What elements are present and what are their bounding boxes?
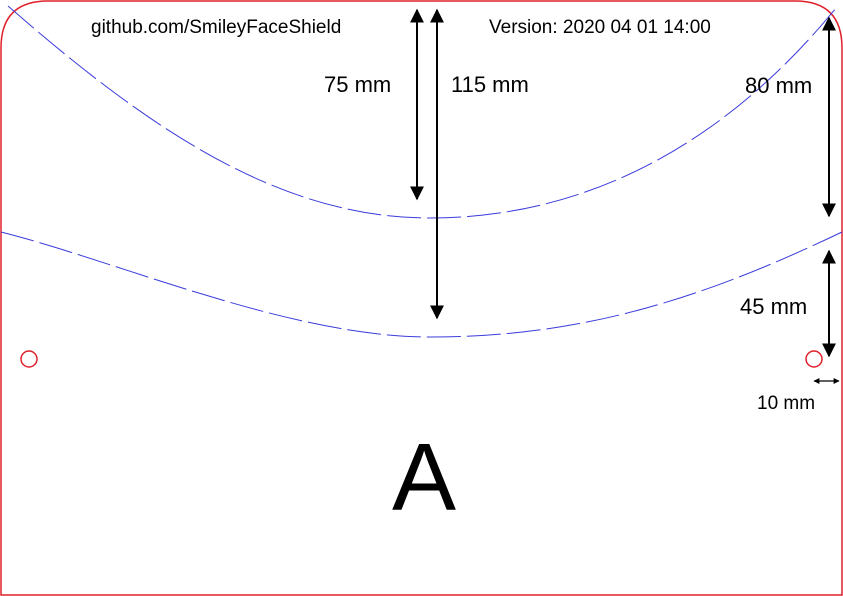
dim-45-label: 45 mm — [740, 294, 807, 319]
repo-url: github.com/SmileyFaceShield — [91, 17, 341, 38]
version-label: Version: 2020 04 01 14:00 — [489, 17, 711, 38]
right-hole — [805, 350, 823, 368]
dim-80-label: 80 mm — [745, 73, 812, 98]
left-hole — [20, 350, 38, 368]
lower-cut-line — [0, 231, 843, 338]
dim-75-label: 75 mm — [324, 72, 391, 97]
dim-10-label: 10 mm — [757, 393, 815, 414]
dim-115-label: 115 mm — [451, 72, 529, 97]
part-letter: A — [392, 424, 456, 531]
